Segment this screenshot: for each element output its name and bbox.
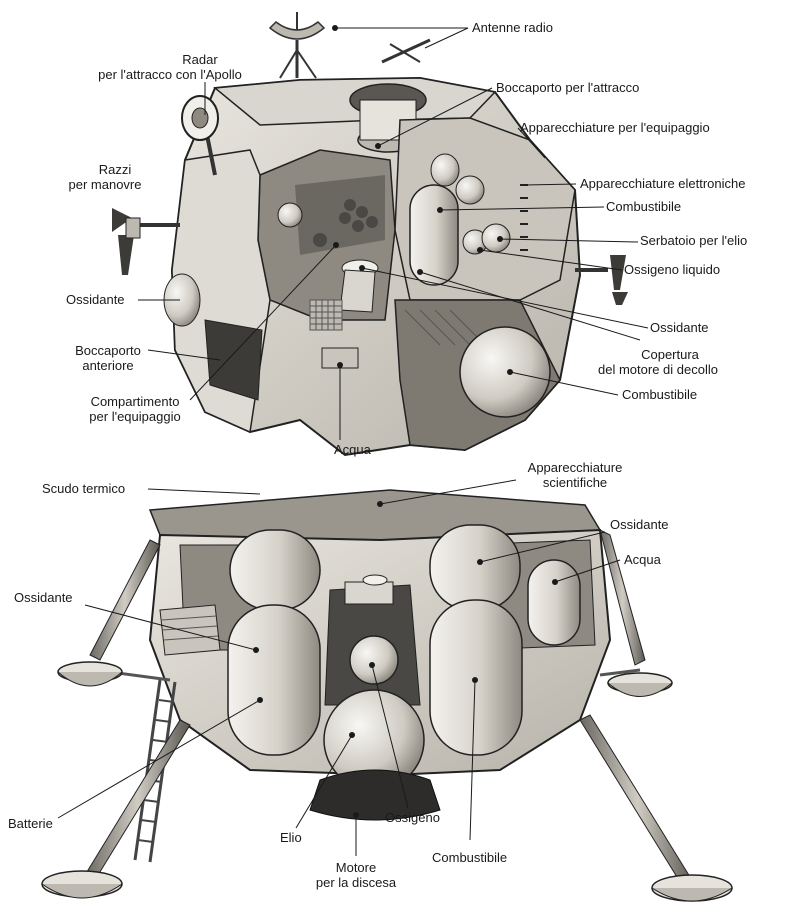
left-thrusters [112, 208, 180, 275]
label-scudo-termico: Scudo termico [42, 481, 125, 496]
label-motore-line1: Motore [296, 860, 416, 875]
label-radar-line1: Radar [120, 52, 280, 67]
right-thrusters [575, 255, 628, 305]
label-copertura-line2: del motore di decollo [598, 362, 718, 377]
label-copertura-line1: Copertura [600, 347, 740, 362]
label-boccaporto-anteriore-line1: Boccaporto [58, 343, 158, 358]
label-ossidante-ascent-left: Ossidante [66, 292, 125, 307]
label-elio: Elio [280, 830, 302, 845]
radio-antenna [270, 12, 430, 78]
label-apparecchiature-equipaggio: Apparecchiature per l'equipaggio [520, 120, 710, 135]
label-ossidante-ascent-right: Ossidante [650, 320, 709, 335]
label-combustibile-descent: Combustibile [432, 850, 507, 865]
label-compartimento-line2: per l'equipaggio [70, 409, 200, 424]
label-razzi-line2: per manovre [40, 177, 170, 192]
label-acqua-descent: Acqua [624, 552, 661, 567]
label-ossigeno: Ossigeno [385, 810, 440, 825]
label-apparecchiature-elettroniche: Apparecchiature elettroniche [580, 176, 746, 191]
label-ossigeno-liquido: Ossigeno liquido [624, 262, 720, 277]
label-razzi-line1: Razzi [60, 162, 170, 177]
label-apparecchiature-scientifiche-line2: scientifiche [500, 475, 650, 490]
label-batterie: Batterie [8, 816, 53, 831]
label-radar-line2: per l'attracco con l'Apollo [52, 67, 288, 82]
label-combustibile-top: Combustibile [606, 199, 681, 214]
label-combustibile-ascent-bottom: Combustibile [622, 387, 697, 402]
label-ossidante-descent-left: Ossidante [14, 590, 73, 605]
label-antenne-radio: Antenne radio [472, 20, 553, 35]
label-apparecchiature-scientifiche-line1: Apparecchiature [500, 460, 650, 475]
label-boccaporto-anteriore-line2: anteriore [58, 358, 158, 373]
label-acqua-ascent: Acqua [334, 442, 371, 457]
label-motore-line2: per la discesa [296, 875, 416, 890]
grid-panel [310, 300, 342, 330]
label-compartimento-line1: Compartimento [70, 394, 200, 409]
label-boccaporto-attracco: Boccaporto per l'attracco [496, 80, 639, 95]
label-serbatoio-elio: Serbatoio per l'elio [640, 233, 747, 248]
label-ossidante-descent-right: Ossidante [610, 517, 669, 532]
